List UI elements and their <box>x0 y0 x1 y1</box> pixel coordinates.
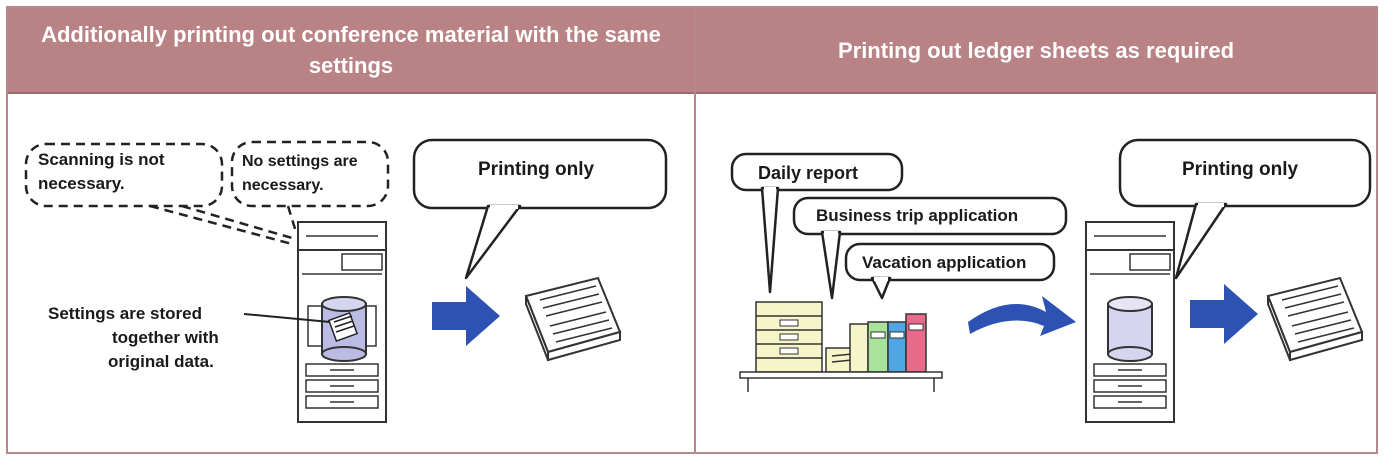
left-panel-title: Additionally printing out conference mat… <box>8 8 694 94</box>
diagram-frame <box>6 6 1378 454</box>
desk-icon <box>739 371 943 392</box>
storage-drum-icon-right <box>1107 296 1153 362</box>
storage-drum-icon <box>321 296 367 362</box>
print-speech-bubble-left <box>412 138 668 280</box>
stored-note-line-2: together with <box>112 328 219 347</box>
scan-bubble-line-1: Scanning is not <box>38 150 165 169</box>
curved-arrow-right <box>968 296 1076 336</box>
vacation-label: Vacation application <box>862 253 1027 272</box>
print-speech-bubble-right <box>1118 138 1372 280</box>
stored-note-line-1: Settings are stored <box>48 304 202 323</box>
business-trip-label: Business trip application <box>816 206 1019 225</box>
settings-bubble-line-2: necessary. <box>242 177 324 194</box>
mfp-left <box>297 221 387 423</box>
scan-bubble-line-2: necessary. <box>38 174 125 193</box>
vacation-bubble <box>844 242 1056 300</box>
daily-report-bubble <box>730 152 904 294</box>
filing-cabinet-icon <box>755 301 823 373</box>
daily-report-label: Daily report <box>758 163 859 183</box>
printout-stack-right <box>1266 276 1364 362</box>
printout-stack-left <box>524 276 622 362</box>
business-trip-bubble <box>792 196 1068 300</box>
stored-note-line-3: original data. <box>108 352 214 371</box>
settings-thought-bubble <box>230 140 390 233</box>
arrow-right <box>1190 284 1258 344</box>
print-only-label-left: Printing only <box>478 159 595 180</box>
arrow-left <box>432 286 500 346</box>
mfp-right <box>1085 221 1175 423</box>
settings-bubble-line-1: No settings are <box>242 153 358 170</box>
binders-icon <box>849 313 927 373</box>
right-panel-title: Printing out ledger sheets as required <box>696 8 1376 94</box>
print-only-label-right: Printing only <box>1182 159 1299 180</box>
scan-thought-bubble <box>24 142 293 246</box>
panel-divider <box>694 6 696 454</box>
stored-note-leader <box>243 313 331 323</box>
